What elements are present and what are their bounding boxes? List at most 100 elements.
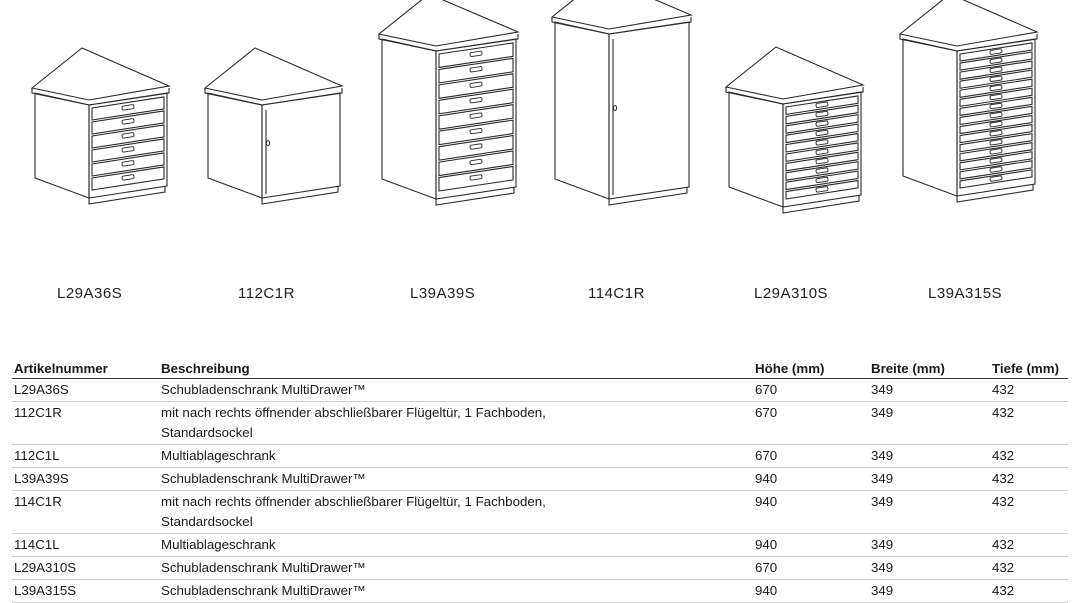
drawer-handle-icon	[989, 66, 1003, 73]
drawer-handle-icon	[815, 139, 829, 146]
depth-cell: 432	[990, 401, 1068, 445]
article-number-cell: 114C1R	[12, 490, 159, 534]
width-cell: 349	[869, 444, 990, 468]
description-cell: Multiablageschrank	[159, 533, 753, 557]
drawer-front	[959, 105, 1033, 126]
cabinet-drawing	[377, 0, 520, 206]
drawer-front	[785, 142, 859, 163]
drawer-handle-icon	[469, 112, 483, 119]
cabinet-top	[30, 47, 171, 101]
description-cell: mit nach rechts öffnender abschließbarer…	[159, 490, 753, 534]
height-cell: 670	[753, 556, 869, 580]
depth-cell: 432	[990, 490, 1068, 534]
drawer-handle-icon	[815, 120, 829, 127]
description-line: Schubladenschrank MultiDrawer™	[161, 560, 366, 575]
depth-cell: 432	[990, 533, 1068, 557]
drawer-handle-icon	[815, 111, 829, 118]
article-number-cell: L39A315S	[12, 579, 159, 603]
cabinet-drawing	[203, 47, 344, 205]
product-code: 114C1R	[588, 285, 645, 302]
drawer-handle-icon	[989, 166, 1003, 173]
drawer-front	[438, 104, 514, 130]
product-code: 112C1R	[238, 285, 295, 302]
cabinet-top	[724, 46, 865, 100]
header-description: Beschreibung	[159, 358, 753, 379]
drawer-handle-icon	[121, 132, 135, 139]
drawer-handle-icon	[989, 102, 1003, 110]
width-cell: 349	[869, 467, 990, 491]
drawer-handle-icon	[469, 174, 483, 181]
depth-cell: 432	[990, 444, 1068, 468]
cabinet-side	[554, 21, 610, 200]
cabinet-front	[435, 38, 517, 200]
drawer-handle-icon	[815, 129, 829, 137]
width-cell: 349	[869, 401, 990, 445]
height-cell: 940	[753, 533, 869, 557]
drawer-front	[438, 73, 514, 99]
drawer-front	[438, 88, 514, 115]
description-cell: Schubladenschrank MultiDrawer™	[159, 467, 753, 491]
description-line: mit nach rechts öffnender abschließbarer…	[161, 494, 546, 509]
height-cell: 940	[753, 467, 869, 491]
drawer-handle-icon	[815, 186, 829, 193]
depth-cell: 432	[990, 579, 1068, 603]
drawer-handle-icon	[469, 50, 483, 57]
description-line: Multiablageschrank	[161, 448, 276, 463]
drawer-handle-icon	[121, 118, 135, 125]
drawer-handle-icon	[989, 93, 1003, 101]
height-cell: 670	[753, 378, 869, 402]
description-line: Schubladenschrank MultiDrawer™	[161, 471, 366, 486]
product-code: L29A310S	[754, 285, 829, 302]
height-cell: 670	[753, 444, 869, 468]
height-cell: 940	[753, 490, 869, 534]
cabinet-drawing	[30, 47, 171, 205]
drawer-front	[438, 134, 514, 161]
drawer-front	[959, 132, 1033, 153]
drawer-handle-icon	[989, 111, 1003, 119]
article-number-cell: L29A310S	[12, 556, 159, 580]
drawer-handle-icon	[989, 75, 1003, 82]
drawer-front	[438, 42, 514, 69]
cabinet-side	[902, 38, 958, 197]
description-cell: Schubladenschrank MultiDrawer™	[159, 579, 753, 603]
cabinet-plinth	[261, 186, 339, 205]
cabinet-side	[34, 92, 90, 199]
cabinet-top	[377, 0, 520, 47]
drawer-front	[785, 151, 859, 172]
depth-cell: 432	[990, 556, 1068, 580]
drawer-handle-icon	[121, 104, 135, 111]
description-line: Standardsockel	[161, 425, 253, 440]
description-cell: Schubladenschrank MultiDrawer™	[159, 378, 753, 402]
article-number-cell: 112C1R	[12, 401, 159, 445]
cabinet-side	[207, 92, 263, 199]
drawer-handle-icon	[989, 48, 1003, 55]
drawer-front	[959, 160, 1033, 180]
drawer-handle-icon	[469, 127, 483, 135]
drawer-front	[959, 51, 1033, 71]
drawer-handle-icon	[989, 175, 1003, 182]
drawer-handle-icon	[815, 101, 829, 108]
header-article-number: Artikelnummer	[12, 358, 159, 379]
height-cell: 940	[753, 579, 869, 603]
drawer-front	[959, 78, 1033, 98]
drawer-front	[959, 60, 1033, 80]
depth-cell: 432	[990, 467, 1068, 491]
drawer-front	[91, 110, 165, 135]
drawer-handle-icon	[121, 160, 135, 167]
width-cell: 349	[869, 556, 990, 580]
drawer-handle-icon	[121, 174, 135, 181]
cabinet-top	[203, 47, 344, 101]
drawer-front	[91, 124, 165, 149]
description-cell: mit nach rechts öffnender abschließbarer…	[159, 401, 753, 445]
description-line: Multiablageschrank	[161, 537, 276, 552]
drawer-front	[959, 69, 1033, 89]
drawer-handle-icon	[469, 97, 483, 104]
drawer-handle-icon	[989, 157, 1003, 164]
drawer-handle-icon	[815, 158, 829, 165]
cabinet-drawing	[550, 0, 693, 206]
